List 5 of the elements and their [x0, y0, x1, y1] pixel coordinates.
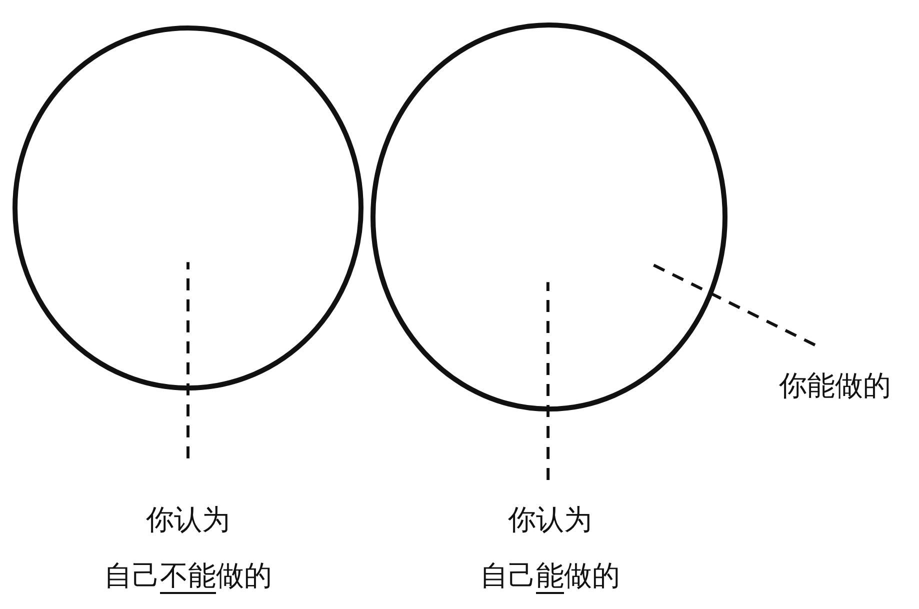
caption-text: 你认为自己不能做的	[68, 492, 308, 604]
caption-text: 你能做的	[762, 358, 908, 398]
caption-text: 你认为自己能做的	[430, 492, 670, 604]
leader-line	[546, 282, 550, 480]
leader-line	[186, 262, 190, 458]
